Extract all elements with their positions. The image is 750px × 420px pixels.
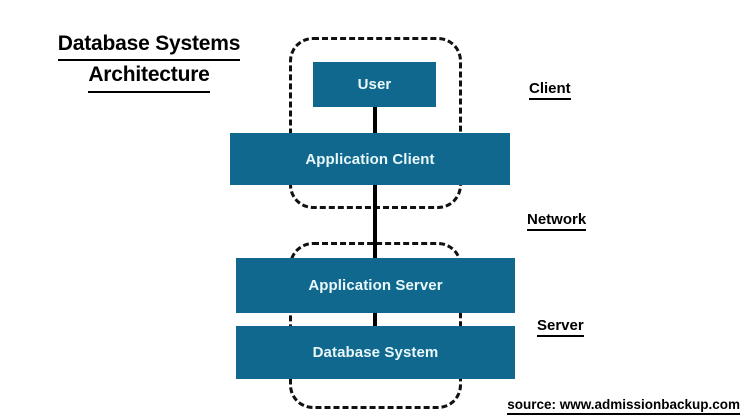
node-application-server[interactable]: Application Server [236,258,515,313]
tier-label-client-text: Client [529,80,571,100]
tier-label-network-text: Network [527,211,587,231]
tier-label-server-text: Server [537,317,584,337]
source-attribution: source: www.admissionbackup.com [507,397,740,415]
connector-user-to-application-client [373,104,377,138]
node-user[interactable]: User [313,62,436,107]
page-title: Database Systems Architecture [18,30,280,93]
tier-label-client: Client [529,80,571,100]
connector-application-server-to-database-system [373,308,377,332]
node-application-client[interactable]: Application Client [230,133,510,185]
connector-application-client-to-application-server [373,180,377,264]
tier-label-server: Server [537,317,584,337]
source-attribution-text: source: www.admissionbackup.com [507,397,740,415]
node-database-system[interactable]: Database System [236,326,515,379]
tier-label-network: Network [527,211,587,231]
page-title-line-1: Database Systems [57,30,240,62]
page-title-line-2: Architecture [88,61,210,93]
